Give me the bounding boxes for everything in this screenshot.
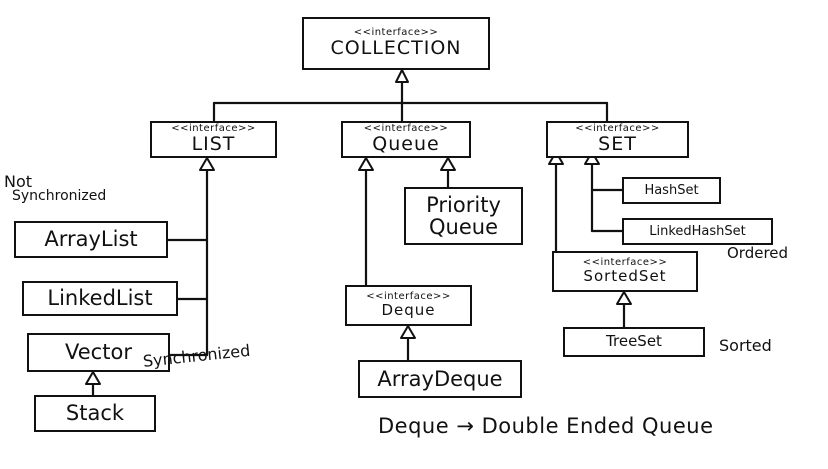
stereotype-label: <<interface>> (171, 123, 256, 135)
interface-name: SET (598, 132, 637, 155)
class-name: Stack (65, 401, 125, 426)
class-treeset: TreeSet (563, 327, 705, 357)
interface-list: <<interface>> LIST (150, 121, 277, 158)
class-linkedhashset: LinkedHashSet (622, 218, 773, 245)
class-name: LinkedList (47, 286, 153, 311)
class-name-line1: Priority (426, 192, 501, 217)
stereotype-label: <<interface>> (582, 257, 668, 269)
stereotype-label: <<interface>> (363, 123, 449, 135)
class-stack: Stack (34, 395, 156, 432)
interface-name: Queue (372, 132, 440, 155)
class-linkedlist: LinkedList (22, 281, 178, 316)
stereotype-label: <<interface>> (366, 291, 451, 303)
note-sorted: Sorted (719, 336, 772, 355)
stereotype-label: <<interface>> (575, 123, 660, 135)
class-name-line2: Queue (429, 215, 498, 239)
class-priorityqueue: Priority Queue (404, 187, 523, 245)
interface-name: COLLECTION (330, 36, 462, 59)
class-hashset: HashSet (622, 177, 721, 204)
class-name: HashSet (644, 182, 699, 198)
class-name: Vector (65, 340, 132, 365)
class-name: ArrayDeque (377, 366, 503, 391)
class-name: ArrayList (44, 227, 138, 252)
class-name: LinkedHashSet (649, 223, 746, 239)
interface-collection: <<interface>> COLLECTION (302, 17, 490, 70)
note-ordered: Ordered (727, 244, 789, 262)
note-not: Not (4, 172, 33, 191)
class-name: TreeSet (606, 332, 662, 351)
class-vector: Vector (27, 333, 170, 372)
interface-deque: <<interface>> Deque (345, 285, 472, 326)
interface-sortedset: <<interface>> SortedSet (552, 251, 698, 292)
class-arraydeque: ArrayDeque (358, 360, 522, 398)
interface-set: <<interface>> SET (546, 121, 689, 158)
note-not-synchronized: Synchronized (12, 188, 107, 204)
interface-name: LIST (191, 132, 236, 155)
class-arraylist: ArrayList (14, 221, 168, 258)
stereotype-label: <<interface>> (353, 27, 439, 39)
interface-name: SortedSet (583, 266, 667, 285)
interface-queue: <<interface>> Queue (341, 121, 471, 158)
interface-name: Deque (381, 300, 436, 319)
footer-deque-definition: Deque → Double Ended Queue (378, 414, 714, 438)
